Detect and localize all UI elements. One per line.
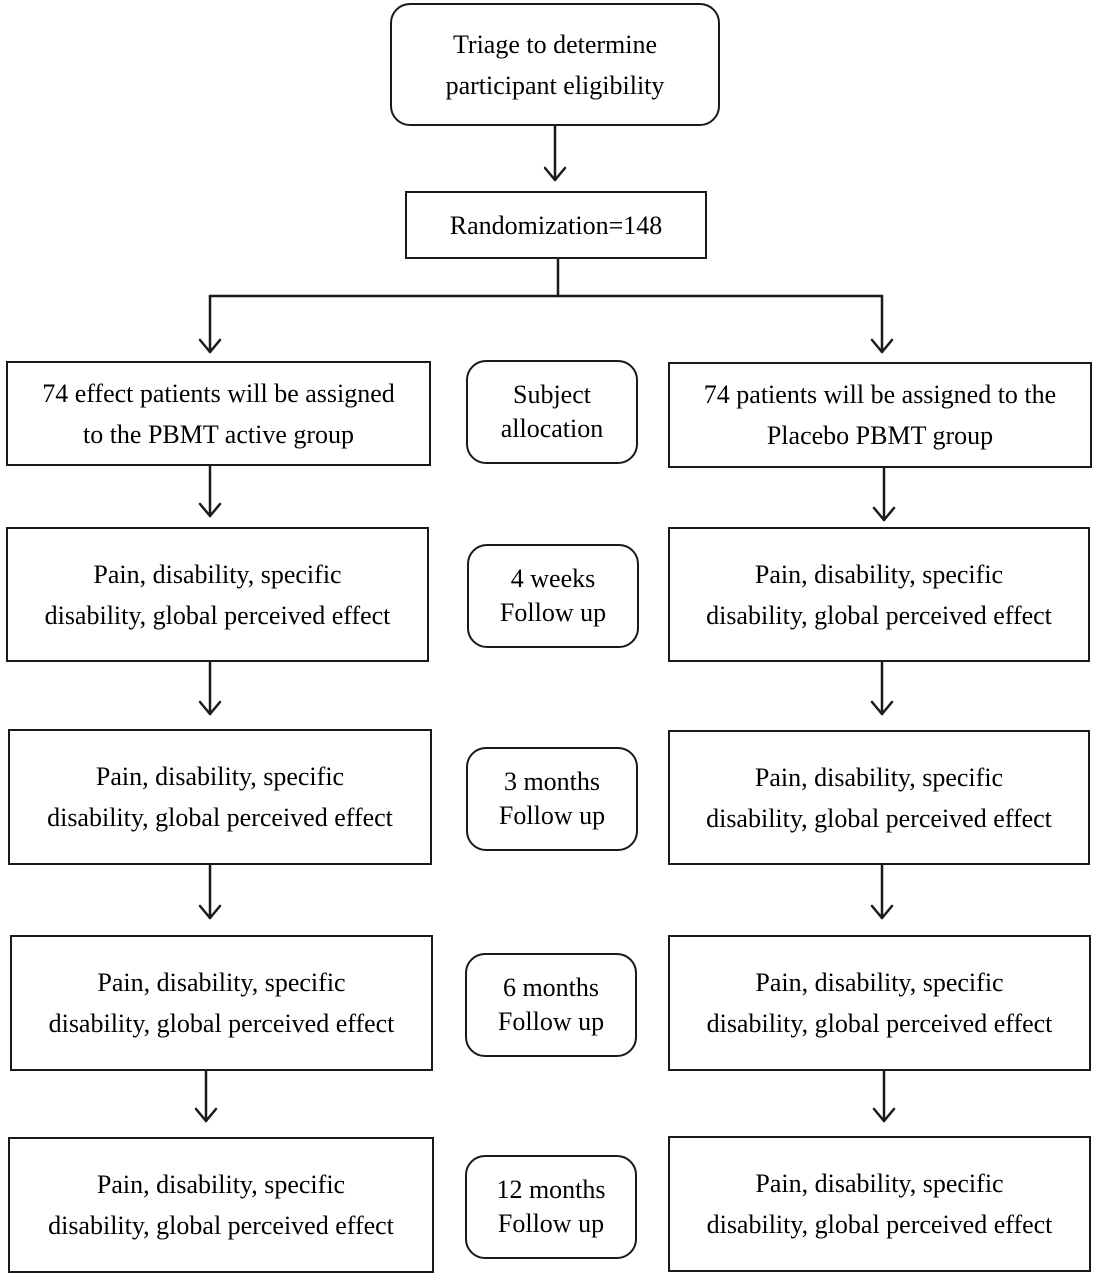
phase-line-1: 6 months xyxy=(502,973,600,1002)
outcome-line-2: disability, global perceived effect xyxy=(48,1009,395,1038)
active-group-line-1: 74 effect patients will be assigned xyxy=(42,378,395,408)
placebo-outcome-6-months: Pain, disability, specific disability, g… xyxy=(668,935,1091,1071)
phase-line-1: 3 months xyxy=(503,767,601,796)
phase-4-weeks: 4 weeks Follow up xyxy=(467,544,639,648)
randomization-box: Randomization=148 xyxy=(405,191,707,259)
phase-line-2: Follow up xyxy=(499,598,607,627)
active-group-line-2: to the PBMT active group xyxy=(82,419,355,449)
active-outcome-12-months: Pain, disability, specific disability, g… xyxy=(8,1137,434,1273)
placebo-outcome-12-months: Pain, disability, specific disability, g… xyxy=(668,1136,1091,1272)
phase-line-2: Follow up xyxy=(497,1209,605,1238)
outcome-line-2: disability, global perceived effect xyxy=(706,600,1052,630)
placebo-outcome-4-weeks: Pain, disability, specific disability, g… xyxy=(668,527,1090,662)
outcome-line-1: Pain, disability, specific xyxy=(97,968,346,997)
outcome-line-2: disability, global perceived effect xyxy=(706,1009,1053,1038)
placebo-outcome-3-months: Pain, disability, specific disability, g… xyxy=(668,730,1090,865)
phase-line-2: allocation xyxy=(500,414,604,443)
active-outcome-4-weeks: Pain, disability, specific disability, g… xyxy=(6,527,429,662)
phase-line-1: Subject xyxy=(512,380,591,409)
placebo-group-line-1: 74 patients will be assigned to the xyxy=(703,380,1057,409)
phase-line-1: 12 months xyxy=(496,1175,606,1204)
outcome-line-2: disability, global perceived effect xyxy=(706,1210,1053,1239)
phase-subject-allocation: Subject allocation xyxy=(466,360,638,464)
phase-6-months: 6 months Follow up xyxy=(465,953,637,1057)
phase-line-1: 4 weeks xyxy=(510,564,596,593)
placebo-group-box: 74 patients will be assigned to the Plac… xyxy=(668,362,1092,468)
outcome-line-1: Pain, disability, specific xyxy=(95,762,345,791)
phase-12-months: 12 months Follow up xyxy=(465,1155,637,1259)
active-outcome-3-months: Pain, disability, specific disability, g… xyxy=(8,729,432,865)
outcome-line-2: disability, global perceived effect xyxy=(47,803,393,832)
phase-3-months: 3 months Follow up xyxy=(466,747,638,851)
randomization-label: Randomization=148 xyxy=(449,210,663,240)
outcome-line-1: Pain, disability, specific xyxy=(754,762,1004,792)
phase-line-2: Follow up xyxy=(497,1007,605,1036)
placebo-group-line-2: Placebo PBMT group xyxy=(766,421,994,450)
outcome-line-1: Pain, disability, specific xyxy=(754,559,1004,589)
active-outcome-6-months: Pain, disability, specific disability, g… xyxy=(10,935,433,1071)
outcome-line-1: Pain, disability, specific xyxy=(93,559,342,589)
outcome-line-2: disability, global perceived effect xyxy=(44,600,391,630)
triage-line-2: participant eligibility xyxy=(445,70,665,100)
active-group-box: 74 effect patients will be assigned to t… xyxy=(6,361,431,466)
outcome-line-2: disability, global perceived effect xyxy=(48,1211,394,1240)
outcome-line-2: disability, global perceived effect xyxy=(706,803,1052,833)
phase-line-2: Follow up xyxy=(498,801,606,830)
outcome-line-1: Pain, disability, specific xyxy=(755,1169,1004,1198)
triage-box: Triage to determine participant eligibil… xyxy=(390,3,720,126)
outcome-line-1: Pain, disability, specific xyxy=(96,1170,346,1199)
outcome-line-1: Pain, disability, specific xyxy=(755,968,1004,997)
triage-line-1: Triage to determine xyxy=(452,29,658,59)
